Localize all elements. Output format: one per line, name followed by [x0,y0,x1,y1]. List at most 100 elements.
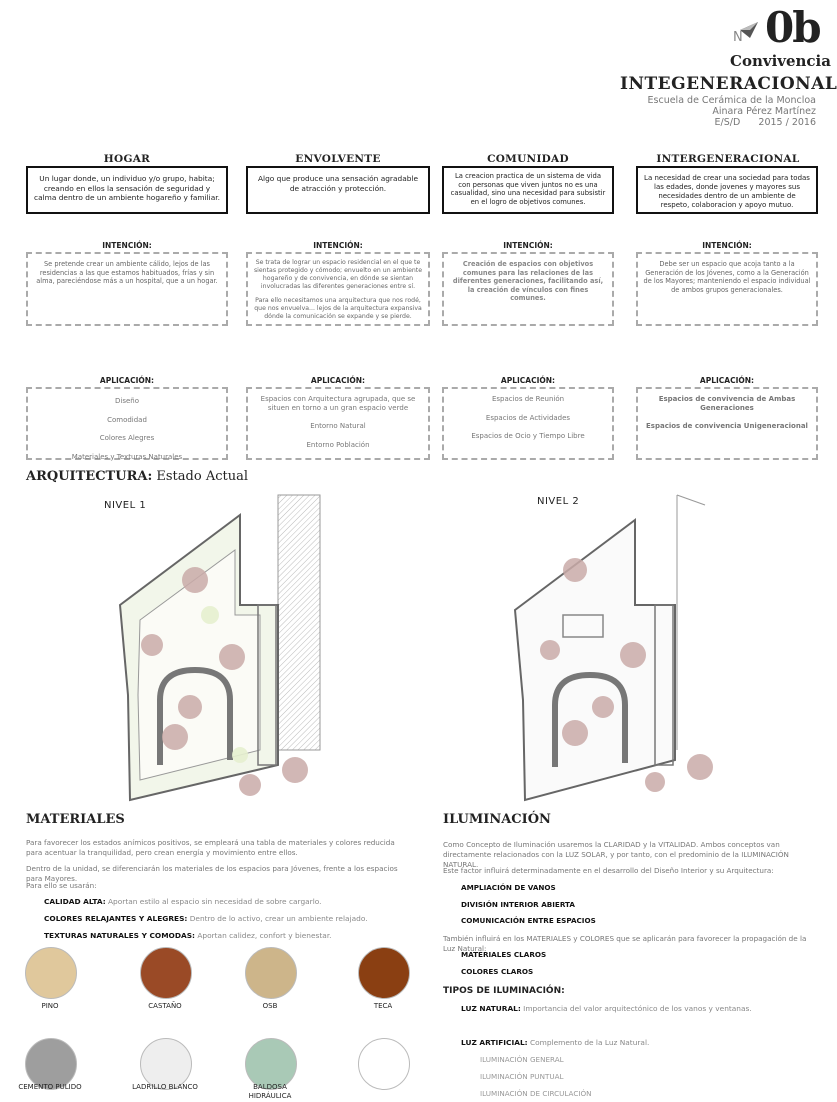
application-box-intergeneracional: Espacios de convivencia de Ambas Generac… [636,387,818,460]
intent-text: Creación de espacios con objetivos comun… [452,260,604,303]
definition-box-comunidad: La creacion practica de un sistema de vi… [442,166,614,214]
column-title-hogar: HOGAR [103,153,151,165]
intent-box-envolvente: Se trata de lograr un espacio residencia… [246,252,430,326]
materials-item-bold: CALIDAD ALTA: [44,897,106,906]
application-item: Entorno Natural [310,422,366,431]
intent-box-comunidad: Creación de espacios con objetivos comun… [442,252,614,326]
illumination-title: ILUMINACIÓN [443,812,551,827]
materials-item-text: Aportan calidez, confort y bienestar. [194,931,332,940]
title-line-2: INTEGENERACIONAL [620,74,837,94]
intent-text: Para ello necesitamos una arquitectura q… [254,297,422,320]
natural-light-text: Importancia del valor arquitectónico de … [520,1004,752,1013]
sheet-number: 0b [765,3,822,52]
architecture-title-bold: ARQUITECTURA: [26,469,153,484]
artificial-light-type: ILUMINACIÓN PUNTUAL [480,1072,564,1081]
column-title-envolvente: ENVOLVENTE [295,153,381,165]
materials-item-bold: COLORES RELAJANTES Y ALEGRES: [44,914,188,923]
natural-light-label: LUZ NATURAL: [461,1004,521,1013]
column-title-intergeneracional: INTERGENERACIONAL [656,153,800,165]
illumination-factor: AMPLIACIÓN DE VANOS [461,883,556,892]
program: E/S/D [714,117,741,128]
swatch-label: BALDOSA HIDRÁULICA [248,1083,292,1100]
swatch-label: LADRILLO BLANCO [132,1083,198,1091]
materials-item-text: Aportan estilo al espacio sin necesidad … [105,897,322,906]
application-item: Materiales y Texturas Naturales [71,452,183,461]
intent-label-envolvente: INTENCIÓN: [313,241,363,250]
compass-label: N [733,30,743,45]
north-arrow-icon [740,22,758,38]
swatch-label: TECA [373,1002,393,1010]
application-label-intergeneracional: APLICACIÓN: [699,376,755,385]
author-name: Ainara Pérez Martínez [712,106,816,117]
swatch-label: OSB [262,1002,278,1010]
illumination-factor: COMUNICACIÓN ENTRE ESPACIOS [461,916,596,925]
intent-label-hogar: INTENCIÓN: [102,241,152,250]
floor-plan-level-1 [118,494,321,802]
swatch-teca [358,947,410,999]
materials-item: CALIDAD ALTA: Aportan estilo al espacio … [44,897,414,907]
swatch-castano [140,947,192,999]
intent-box-hogar: Se pretende crear un ambiente cálido, le… [26,252,228,326]
materials-paragraph-3: Para ello se usarán: [26,881,97,890]
illumination-factor: DIVISIÓN INTERIOR ABIERTA [461,900,575,909]
artificial-light-text: Complemento de la Luz Natural. [527,1038,650,1047]
swatch-pino [25,947,77,999]
swatch-osb [245,947,297,999]
artificial-light-type: ILUMINACIÓN DE CIRCULACIÓN [480,1089,592,1098]
application-item: Comodidad [107,415,147,424]
swatch-label: CEMENTO PULIDO [18,1083,82,1091]
materials-item-bold: TEXTURAS NATURALES Y COMODAS: [44,931,195,940]
swatch-cemento-pulido [25,1038,77,1090]
level-1-label: NIVEL 1 [104,500,147,511]
artificial-light-type: ILUMINACIÓN GENERAL [480,1055,564,1064]
architecture-title-rest: Estado Actual [152,469,248,484]
swatch-label: CASTAÑO [148,1002,182,1010]
application-item: Espacios de Reunión [491,395,565,403]
floor-plan-level-2 [513,494,713,802]
materials-item: TEXTURAS NATURALES Y COMODAS: Aportan ca… [44,931,414,941]
intent-box-intergeneracional: Debe ser un espacio que acoja tanto a la… [636,252,818,326]
illumination-paragraph-1: Como Concepto de Iluminación usaremos la… [443,840,789,869]
application-box-envolvente: Espacios con Arquitectura agrupada, que … [246,387,430,460]
school-name: Escuela de Cerámica de la Moncloa [647,95,816,106]
natural-light-item: LUZ NATURAL: Importancia del valor arqui… [461,1004,811,1014]
application-label-comunidad: APLICACIÓN: [500,376,556,385]
materials-title: MATERIALES [26,812,125,827]
intent-text: Se pretende crear un ambiente cálido, le… [36,260,218,286]
column-title-comunidad: COMUNIDAD [487,153,569,165]
level-2-label: NIVEL 2 [537,496,580,507]
definition-box-hogar: Un lugar donde, un individuo y/o grupo, … [26,166,228,214]
application-item: Entorno Población [306,440,370,449]
application-label-hogar: APLICACIÓN: [99,376,155,385]
materials-item: COLORES RELAJANTES Y ALEGRES: Dentro de … [44,914,414,924]
illumination-material-item: MATERIALES CLAROS [461,950,547,959]
intent-text: Debe ser un espacio que acoja tanto a la… [643,260,811,294]
definition-box-intergeneracional: La necesidad de crear una sociedad para … [636,166,818,214]
intent-label-comunidad: INTENCIÓN: [503,241,553,250]
architecture-title: ARQUITECTURA: Estado Actual [26,469,248,484]
intent-text: Se trata de lograr un espacio residencia… [253,259,423,290]
artificial-light-item: LUZ ARTIFICIAL: Complemento de la Luz Na… [461,1038,811,1048]
application-box-comunidad: Espacios de Reunión Espacios de Activida… [442,387,614,460]
illumination-paragraph-3: También influirá en los MATERIALES y COL… [443,934,807,953]
application-box-hogar: Diseño Comodidad Colores Alegres Materia… [26,387,228,461]
swatch-empty [358,1038,410,1090]
program-year: E/S/D 2015 / 2016 [673,117,816,128]
application-item: Espacios de convivencia Unigeneracional [646,422,808,431]
application-item: Diseño [114,397,139,405]
illumination-material-item: COLORES CLAROS [461,967,534,976]
materials-paragraph-1: Para favorecer los estados anímicos posi… [26,838,395,857]
illumination-paragraph-2: Este factor influirá determinadamente en… [443,866,774,875]
application-item: Colores Alegres [99,434,155,443]
swatch-baldosa-hidraulica [245,1038,297,1090]
swatch-ladrillo-blanco [140,1038,192,1090]
illumination-types-title: TIPOS DE ILUMINACIÓN: [443,986,565,996]
application-label-envolvente: APLICACIÓN: [310,376,366,385]
swatch-label: PINO [41,1002,59,1010]
title-line-1: Convivencia [730,52,831,70]
definition-box-envolvente: Algo que produce una sensación agradable… [246,166,430,214]
intent-label-intergeneracional: INTENCIÓN: [702,241,752,250]
artificial-light-label: LUZ ARTIFICIAL: [461,1038,528,1047]
materials-paragraph-2: Dentro de la unidad, se diferenciarán lo… [26,864,398,883]
application-item: Espacios de Ocio y Tiempo Libre [471,432,585,441]
